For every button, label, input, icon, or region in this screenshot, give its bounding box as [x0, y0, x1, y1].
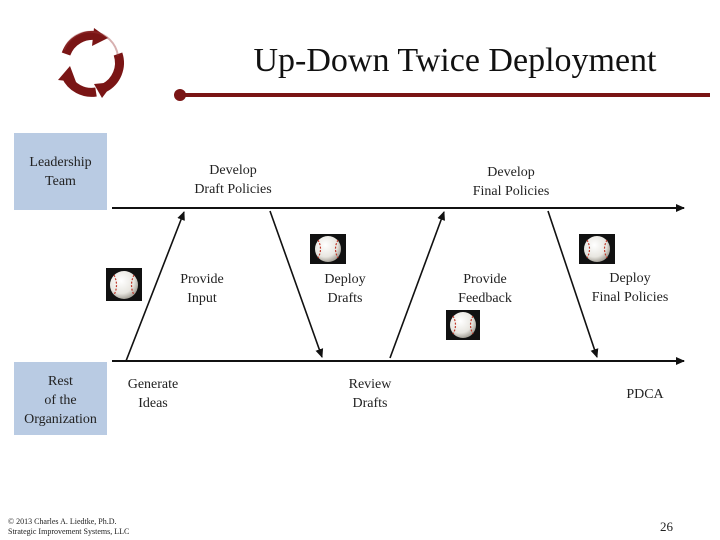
flow-arrow-drafts-down — [269, 210, 324, 358]
step-label-line: PDCA — [626, 387, 664, 402]
step-label-line: Drafts — [327, 291, 363, 306]
flow-arrow-final-down — [547, 210, 599, 358]
step-develop-final-policies: Develop Final Policies — [450, 163, 572, 201]
step-label-line: Generate — [127, 377, 179, 392]
lane-org-label-line2: of the — [44, 393, 77, 408]
lane-org-label-line1: Rest — [48, 374, 73, 389]
step-label-line: Review — [348, 377, 392, 392]
step-label-line: Develop — [209, 163, 257, 178]
step-label-line: Ideas — [138, 396, 168, 411]
step-label-line: Drafts — [352, 396, 388, 411]
step-label-line: Provide — [463, 272, 507, 287]
baseball-icon — [579, 234, 615, 264]
copyright-line2: Strategic Improvement Systems, LLC — [8, 527, 130, 536]
step-review-drafts: Review Drafts — [330, 375, 410, 413]
step-label-line: Deploy — [609, 271, 651, 286]
step-label-line: Deploy — [324, 272, 366, 287]
baseball-icon — [106, 268, 142, 301]
step-provide-feedback: Provide Feedback — [440, 270, 530, 308]
step-label-line: Draft Policies — [194, 182, 272, 197]
cycle-arrows-icon — [58, 28, 124, 98]
page-number: 26 — [660, 519, 673, 534]
step-label-line: Develop — [487, 165, 535, 180]
lane-org-label-line3: Organization — [24, 412, 97, 427]
step-develop-draft-policies: Develop Draft Policies — [172, 161, 294, 199]
copyright-line1: © 2013 Charles A. Liedtke, Ph.D. — [8, 517, 117, 526]
lane-rest-of-organization: Rest of the Organization — [14, 362, 107, 435]
baseball-icon — [446, 310, 480, 340]
step-generate-ideas: Generate Ideas — [113, 375, 193, 413]
copyright-footer: © 2013 Charles A. Liedtke, Ph.D. Strateg… — [8, 517, 129, 537]
flow-arrow-feedback-up — [389, 211, 445, 359]
step-label-line: Final Policies — [472, 184, 550, 199]
lane-leadership-label: Leadership Team — [29, 155, 92, 189]
page-title: Up-Down Twice Deployment — [253, 42, 657, 79]
title-underline-dot — [174, 89, 186, 101]
flow-arrow-input-up — [125, 211, 185, 362]
baseball-icon — [310, 234, 346, 264]
lane-leadership-team: Leadership Team — [14, 133, 107, 210]
step-label-line: Final Policies — [591, 290, 669, 305]
step-deploy-drafts: Deploy Drafts — [305, 270, 385, 308]
step-deploy-final-policies: Deploy Final Policies — [575, 269, 685, 307]
step-label-line: Feedback — [458, 291, 512, 306]
step-label-line: Provide — [180, 272, 224, 287]
step-label-line: Input — [187, 291, 217, 306]
step-pdca: PDCA — [610, 385, 680, 404]
step-provide-input: Provide Input — [162, 270, 242, 308]
